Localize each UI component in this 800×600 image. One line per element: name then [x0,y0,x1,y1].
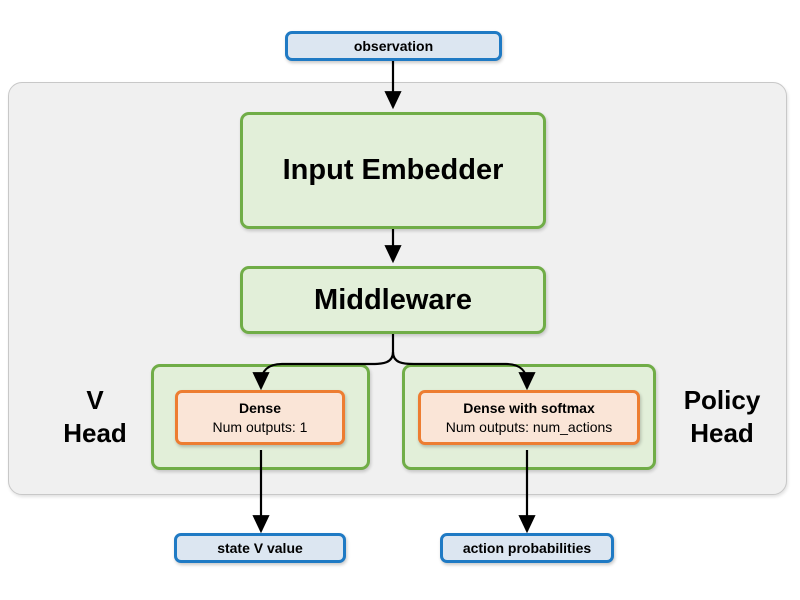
node-policy-dense-title: Dense with softmax [463,399,595,416]
node-middleware-label: Middleware [314,283,472,316]
node-v-dense-title: Dense [238,399,282,416]
node-observation[interactable]: observation [285,31,502,61]
node-policy-dense[interactable]: Dense with softmax Num outputs: num_acti… [418,390,640,445]
node-middleware[interactable]: Middleware [240,266,546,334]
node-policy-dense-subtitle: Num outputs: num_actions [445,418,613,435]
node-action-probabilities-label: action probabilities [462,540,592,556]
node-input-embedder-label: Input Embedder [282,154,504,186]
v-head-label: V Head [63,385,127,448]
node-input-embedder[interactable]: Input Embedder [240,112,546,229]
node-v-dense-subtitle: Num outputs: 1 [212,418,308,435]
node-action-probabilities[interactable]: action probabilities [440,533,614,563]
node-state-v-value-label: state V value [217,540,303,556]
node-v-dense[interactable]: Dense Num outputs: 1 [175,390,345,445]
policy-head-label: Policy Head [683,385,761,448]
node-observation-label: observation [353,38,434,54]
node-state-v-value[interactable]: state V value [174,533,346,563]
